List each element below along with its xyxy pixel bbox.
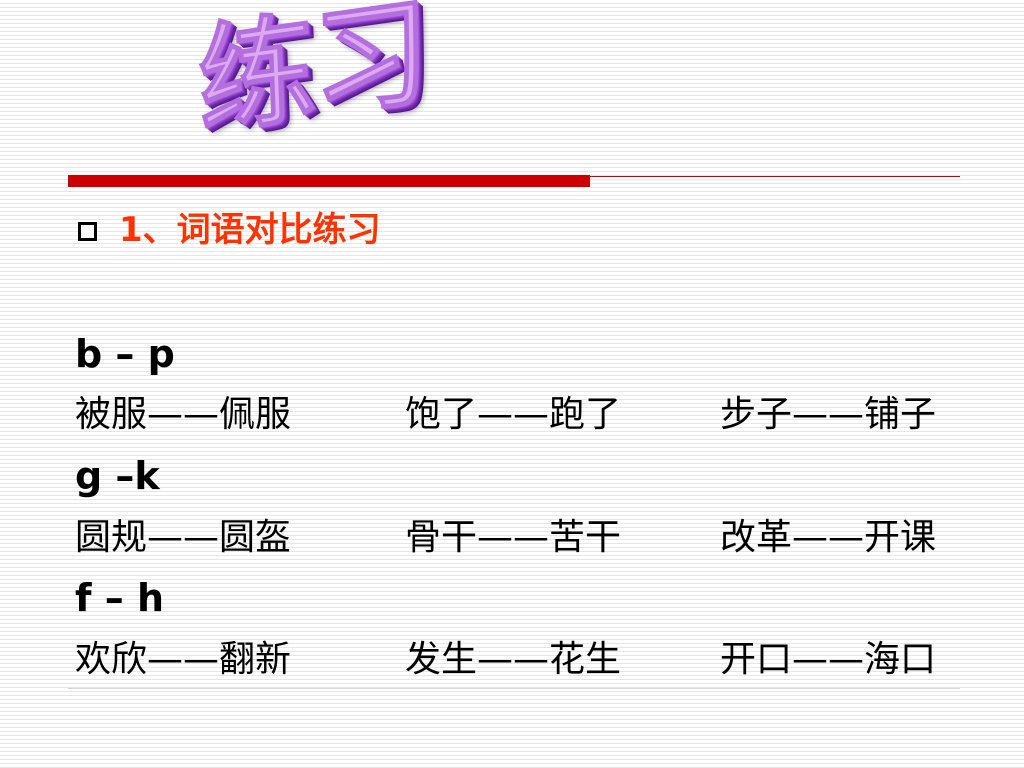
group-label-f-h: f – h [75,576,165,620]
word-row-f-h: 欢欣——翻新 发生——花生 开口——海口 [75,636,980,684]
group-label-b-p: b – p [75,332,175,376]
word-row-b-p: 被服——佩服 饱了——跑了 步子——铺子 [75,391,980,439]
word-pair: 步子——铺子 [720,394,937,435]
word-pair: 圆规——圆盔 [75,517,292,558]
word-pair: 被服——佩服 [75,394,292,435]
word-pair: 发生——花生 [405,639,622,680]
word-pair: 开口——海口 [720,639,937,680]
word-row-g-k: 圆规——圆盔 骨干——苦干 改革——开课 [75,514,980,562]
word-pair: 饱了——跑了 [405,394,622,435]
group-label-g-k: g –k [75,454,160,498]
heading-row: 1、词语对比练习 [78,208,381,252]
bottom-divider [68,688,960,689]
title-divider-thin [590,176,960,177]
square-bullet-icon [78,221,97,241]
slide-title: 练习 [195,0,431,153]
title-divider-thick [68,175,590,187]
word-pair: 改革——开课 [720,517,937,558]
word-pair: 欢欣——翻新 [75,639,292,680]
word-pair: 骨干——苦干 [405,517,622,558]
section-heading: 1、词语对比练习 [119,210,381,250]
